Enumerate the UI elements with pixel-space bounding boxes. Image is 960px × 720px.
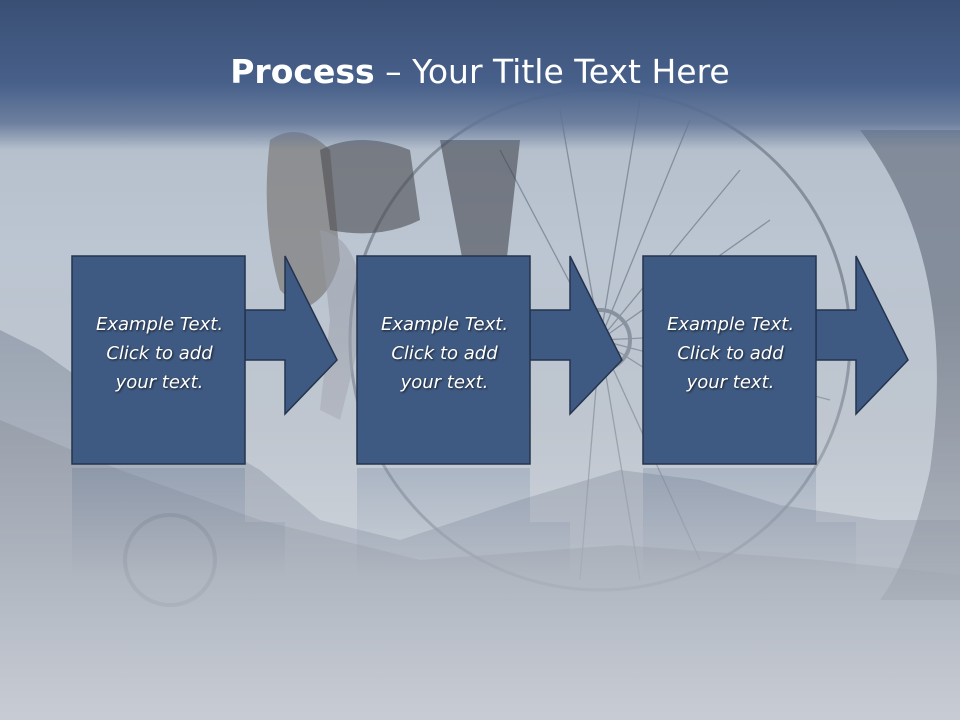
process-step-box bbox=[71, 255, 246, 465]
process-step-box bbox=[642, 255, 817, 465]
reflection-fill bbox=[357, 468, 570, 578]
process-step-text-line: Click to add bbox=[677, 343, 784, 364]
process-step-text[interactable]: Example Text. Click to add your text. bbox=[643, 310, 818, 397]
reflection-shape bbox=[72, 468, 285, 578]
process-step-shape bbox=[642, 255, 909, 465]
process-step-text-line: Example Text. bbox=[666, 314, 795, 335]
process-step-text-line: Example Text. bbox=[95, 314, 224, 335]
process-step-text[interactable]: Example Text. Click to add your text. bbox=[72, 310, 247, 397]
process-step-text-line: Click to add bbox=[391, 343, 498, 364]
process-step-text-line: your text. bbox=[400, 372, 489, 393]
arrow-right-icon bbox=[529, 255, 623, 416]
process-step-shape bbox=[71, 255, 338, 465]
title-rest: – Your Title Text Here bbox=[374, 52, 730, 91]
reflection-shape bbox=[643, 468, 856, 578]
reflection-fill bbox=[72, 468, 285, 578]
process-step-3[interactable]: Example Text. Click to add your text. bbox=[642, 255, 909, 466]
process-step-shape bbox=[356, 255, 623, 465]
arrow-right-icon bbox=[244, 255, 338, 416]
process-step-text-line: Example Text. bbox=[380, 314, 509, 335]
process-step-text-line: your text. bbox=[115, 372, 204, 393]
reflection-fill bbox=[643, 468, 856, 578]
process-step-1[interactable]: Example Text. Click to add your text. bbox=[71, 255, 338, 466]
title-bar bbox=[0, 0, 960, 150]
slide-title[interactable]: Process – Your Title Text Here bbox=[0, 52, 960, 91]
reflection-shape bbox=[357, 468, 570, 578]
process-step-box bbox=[356, 255, 531, 465]
arrow-right-icon bbox=[815, 255, 909, 416]
process-step-text-line: Click to add bbox=[106, 343, 213, 364]
process-step-2[interactable]: Example Text. Click to add your text. bbox=[356, 255, 623, 466]
process-step-reflection bbox=[357, 468, 617, 578]
process-step-text[interactable]: Example Text. Click to add your text. bbox=[357, 310, 532, 397]
process-step-text-line: your text. bbox=[686, 372, 775, 393]
title-bold: Process bbox=[230, 52, 375, 91]
process-step-reflection bbox=[72, 468, 332, 578]
process-step-reflection bbox=[643, 468, 903, 578]
